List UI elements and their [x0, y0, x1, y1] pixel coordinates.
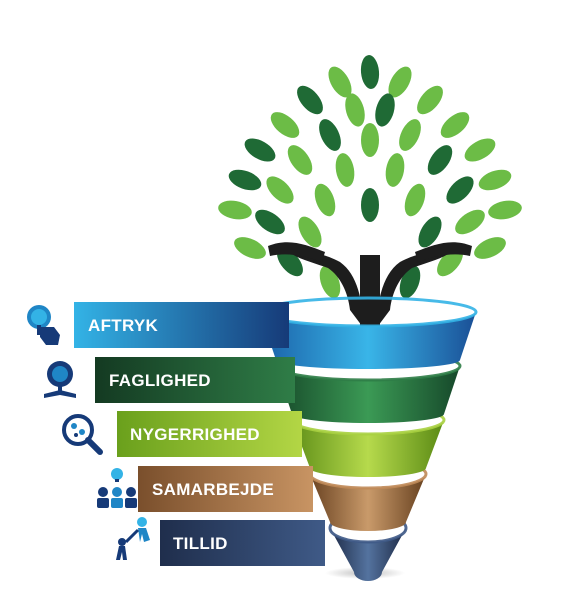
leaf [455, 209, 485, 235]
level-label-tillid: TILLID [173, 534, 228, 553]
level-bar-5 [160, 520, 325, 566]
leaf [404, 183, 426, 217]
leaf [314, 183, 336, 217]
leaf [266, 176, 294, 204]
funnel-band-2 [276, 366, 460, 423]
leaf [297, 85, 323, 115]
leaf [228, 169, 262, 191]
tree-book-icon [44, 361, 76, 398]
leaf [234, 237, 266, 259]
leaf [399, 119, 421, 151]
leaf [319, 119, 341, 151]
leaf [335, 153, 355, 187]
leaf [478, 169, 512, 191]
leaf [287, 145, 313, 175]
leaf [361, 188, 379, 222]
level-label-faglighed: FAGLIGHED [109, 371, 211, 390]
leaf [360, 55, 380, 89]
level-label-aftryk: AFTRYK [88, 316, 159, 335]
leaf [488, 200, 522, 220]
magnifier-icon [62, 414, 103, 455]
leaf [388, 66, 412, 98]
leaf [298, 216, 322, 248]
level-bar-1 [74, 302, 289, 348]
level-bar-2 [95, 357, 295, 403]
leaf [375, 93, 395, 127]
leaf [385, 153, 405, 187]
leaf [464, 138, 496, 162]
funnel-band-1 [260, 312, 476, 369]
team-idea-icon [97, 468, 137, 508]
leaf [427, 145, 453, 175]
leaf [440, 112, 470, 138]
hands-icon [268, 242, 472, 335]
tree-hand-icon [27, 305, 60, 345]
leaf [437, 247, 463, 277]
leaf [418, 216, 442, 248]
level-label-nygerrighed: NYGERRIGHED [130, 425, 260, 444]
funnel [258, 296, 478, 581]
leaf [361, 123, 379, 157]
leaf [255, 209, 285, 235]
level-bars [74, 302, 325, 566]
leaf [244, 138, 276, 162]
leaf [277, 247, 303, 277]
leaf [218, 200, 252, 220]
level-bar-3 [117, 411, 302, 457]
level-bar-4 [138, 466, 313, 512]
tree-crown [218, 55, 522, 299]
leaf [328, 66, 352, 98]
leaf [474, 237, 506, 259]
leaf [417, 85, 443, 115]
leaf [270, 112, 300, 138]
funnel-band-3 [292, 420, 444, 477]
climbing-help-icon [116, 517, 150, 560]
leaf [345, 93, 365, 127]
leaf [446, 176, 474, 204]
funnel-band-4 [310, 474, 426, 531]
level-label-samarbejde: SAMARBEJDE [152, 480, 275, 499]
